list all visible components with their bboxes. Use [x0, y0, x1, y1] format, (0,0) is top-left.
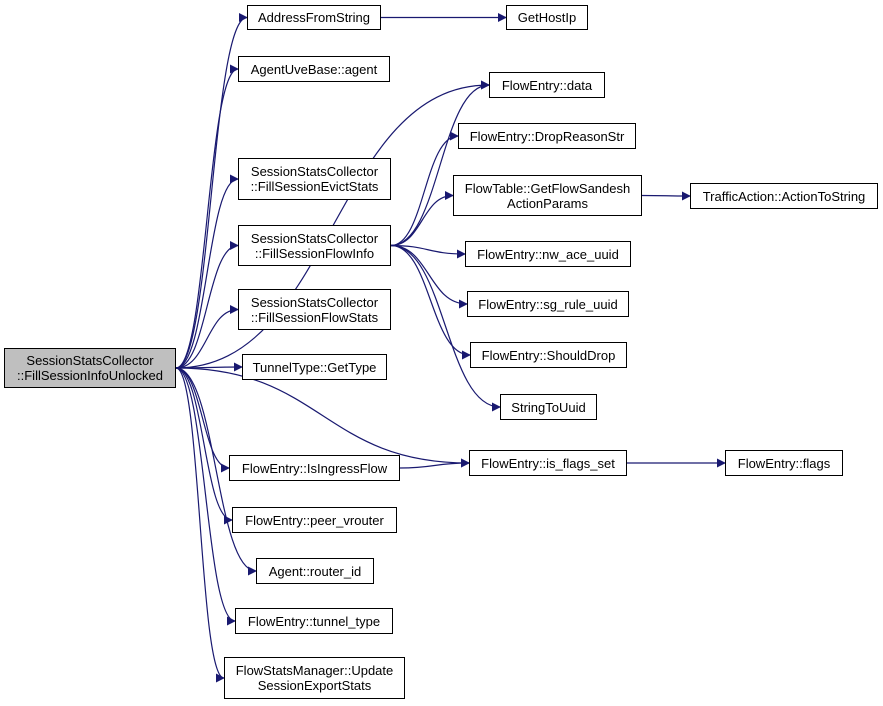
node-flow-entry-sg-rule-uuid[interactable]: FlowEntry::sg_rule_uuid	[467, 291, 629, 317]
node-label: FlowEntry::IsIngressFlow	[241, 460, 388, 476]
node-flow-entry-nw-ace-uuid[interactable]: FlowEntry::nw_ace_uuid	[465, 241, 631, 267]
node-label: FlowEntry::peer_vrouter	[245, 512, 384, 528]
node-label: ::FillSessionInfoUnlocked	[17, 368, 163, 383]
edge-root-to-fill_session_evict_stats	[175, 174, 239, 369]
edge-flow_entry_is_ingress_flow-to-flow_entry_is_flags_set	[399, 458, 470, 469]
node-session-stats-collector-fill-session-info-unlocked: SessionStatsCollector ::FillSessionInfoU…	[4, 348, 176, 388]
node-session-stats-collector-fill-session-flow-stats[interactable]: SessionStatsCollector ::FillSessionFlowS…	[238, 289, 391, 330]
node-label: Agent::router_id	[268, 563, 362, 579]
node-label: SessionStatsCollector	[26, 353, 154, 368]
edge-root-to-flow_entry_tunnel_type	[175, 367, 236, 626]
edge-fill_session_flow_info-to-string_to_uuid	[390, 244, 501, 412]
node-tunnel-type-get-type[interactable]: TunnelType::GetType	[242, 354, 387, 380]
edge-root-to-fill_session_flow_info	[175, 241, 239, 369]
edge-root-to-agent_router_id	[175, 367, 257, 576]
node-label: TunnelType::GetType	[252, 359, 377, 375]
node-session-stats-collector-fill-session-flow-info[interactable]: SessionStatsCollector ::FillSessionFlowI…	[238, 225, 391, 266]
node-flow-table-get-flow-sandesh-action-params[interactable]: FlowTable::GetFlowSandesh ActionParams	[453, 175, 642, 216]
node-label: ::FillSessionFlowStats	[250, 309, 379, 325]
node-label: GetHostIp	[517, 10, 577, 25]
edge-root-to-flow_entry_is_flags_set	[175, 367, 470, 468]
node-label: ::FillSessionFlowInfo	[254, 245, 375, 261]
edge-fill_session_flow_info-to-flow_table_get_flow_sandesh_action_params	[390, 191, 454, 247]
node-agent-uve-base-agent[interactable]: AgentUveBase::agent	[238, 56, 390, 82]
node-flow-entry-data[interactable]: FlowEntry::data	[489, 72, 605, 98]
node-label: FlowEntry::nw_ace_uuid	[477, 246, 619, 262]
node-flow-entry-is-ingress-flow[interactable]: FlowEntry::IsIngressFlow	[229, 455, 400, 481]
node-label: StringToUuid	[511, 399, 586, 415]
edge-root-to-flow_entry_peer_vrouter	[175, 367, 233, 525]
node-flow-entry-flags[interactable]: FlowEntry::flags	[725, 450, 843, 476]
node-label: SessionStatsCollector	[250, 164, 379, 179]
edge-root-to-flow_entry_is_ingress_flow	[175, 367, 230, 473]
node-flow-entry-drop-reason-str[interactable]: FlowEntry::DropReasonStr	[458, 123, 636, 149]
edge-flow_table_get_flow_sandesh_action_params-to-traffic_action_action_to_string	[641, 191, 691, 201]
edge-root-to-fill_session_flow_stats	[175, 305, 239, 369]
node-label: SessionStatsCollector	[250, 230, 379, 246]
node-label: SessionExportStats	[257, 678, 372, 693]
node-label: FlowEntry::tunnel_type	[247, 613, 381, 629]
node-string-to-uuid[interactable]: StringToUuid	[500, 394, 597, 420]
node-address-from-string[interactable]: AddressFromString	[247, 5, 381, 30]
edge-fill_session_flow_info-to-flow_entry_drop_reason_str	[390, 131, 459, 247]
node-label: AddressFromString	[258, 10, 370, 25]
node-label: FlowEntry::data	[501, 77, 593, 93]
node-agent-router-id[interactable]: Agent::router_id	[256, 558, 374, 584]
node-label: SessionStatsCollector	[250, 294, 379, 310]
node-label: FlowStatsManager::Update	[235, 663, 394, 678]
node-get-host-ip[interactable]: GetHostIp	[506, 5, 588, 30]
node-flow-stats-manager-update-session-export-stats[interactable]: FlowStatsManager::Update SessionExportSt…	[224, 657, 405, 699]
node-label: FlowEntry::is_flags_set	[481, 455, 615, 471]
node-flow-entry-peer-vrouter[interactable]: FlowEntry::peer_vrouter	[232, 507, 397, 533]
node-label: ::FillSessionEvictStats	[250, 179, 379, 194]
node-label: FlowEntry::sg_rule_uuid	[478, 296, 618, 312]
node-flow-entry-should-drop[interactable]: FlowEntry::ShouldDrop	[470, 342, 627, 368]
edge-fill_session_flow_info-to-flow_entry_should_drop	[390, 244, 471, 360]
edge-root-to-agent_uve_base_agent	[175, 64, 239, 369]
node-flow-entry-tunnel-type[interactable]: FlowEntry::tunnel_type	[235, 608, 393, 634]
node-session-stats-collector-fill-session-evict-stats[interactable]: SessionStatsCollector ::FillSessionEvict…	[238, 158, 391, 200]
edge-root-to-address_from_string	[175, 13, 248, 369]
edge-root-to-flow_stats_manager_update_session_export_stats	[175, 367, 225, 683]
node-label: FlowTable::GetFlowSandesh	[464, 180, 631, 196]
node-traffic-action-action-to-string[interactable]: TrafficAction::ActionToString	[690, 183, 878, 209]
edge-fill_session_flow_info-to-flow_entry_nw_ace_uuid	[390, 244, 466, 259]
node-label: FlowEntry::DropReasonStr	[469, 128, 625, 144]
node-label: FlowEntry::flags	[737, 455, 831, 471]
node-label: FlowEntry::ShouldDrop	[481, 347, 616, 363]
node-label: ActionParams	[507, 195, 588, 211]
node-label: TrafficAction::ActionToString	[702, 188, 866, 204]
edge-fill_session_flow_info-to-flow_entry_data	[390, 80, 490, 247]
node-flow-entry-is-flags-set[interactable]: FlowEntry::is_flags_set	[469, 450, 627, 476]
node-label: AgentUveBase::agent	[250, 61, 378, 77]
